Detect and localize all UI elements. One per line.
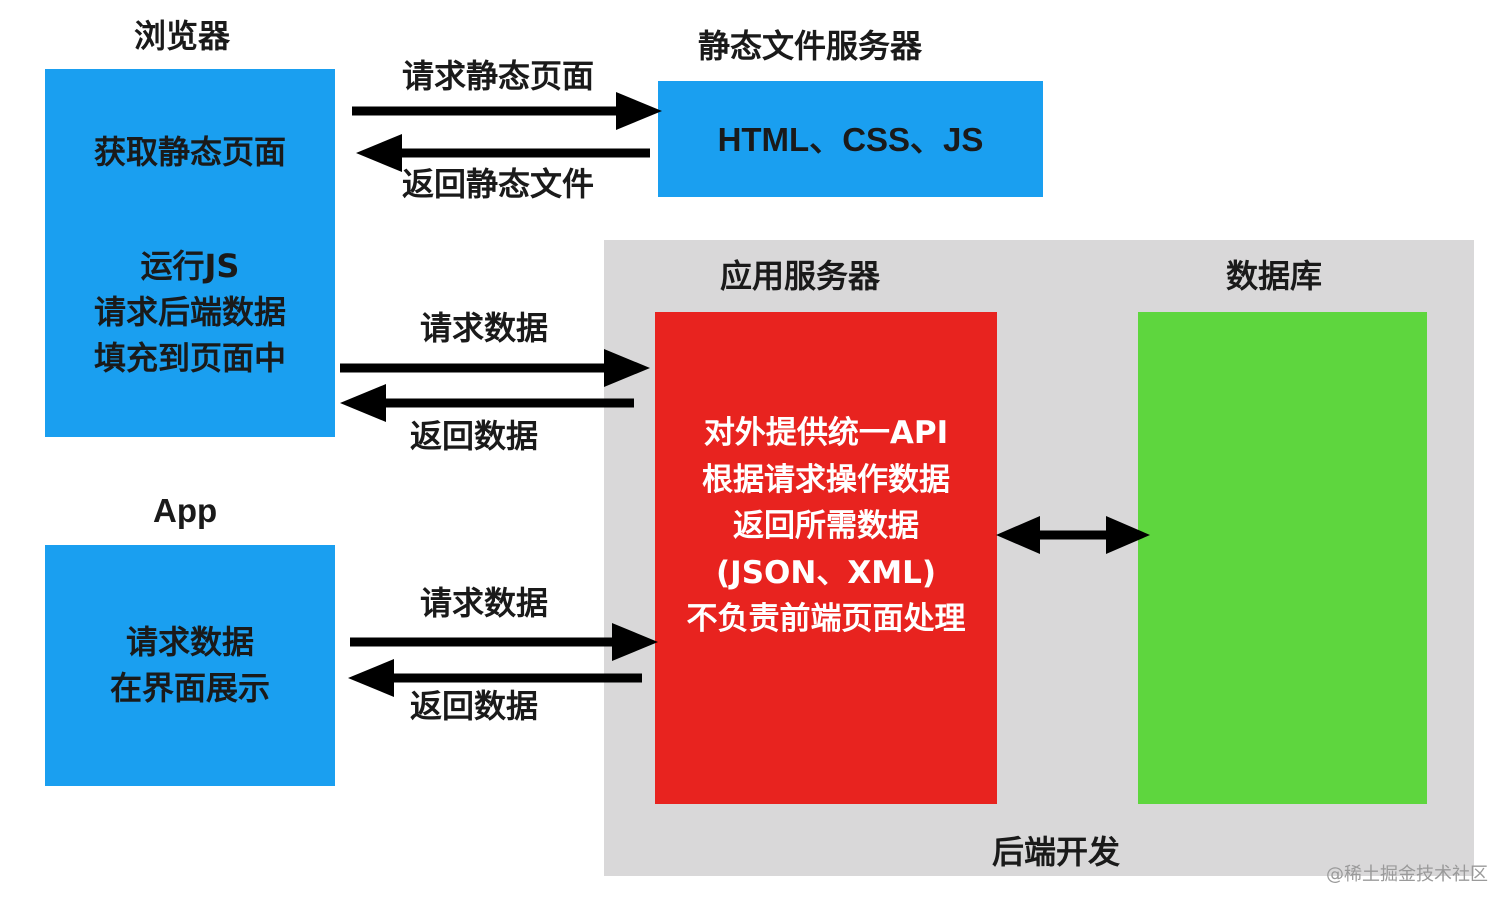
browser-return-data-label: 返回数据: [410, 417, 539, 455]
app-return-data-arrow: [348, 659, 642, 697]
app-server-line-3: 返回所需数据: [733, 508, 919, 544]
app-request-data-arrow: [350, 623, 658, 661]
app-title: App: [153, 492, 218, 529]
backend-group-label: 后端开发: [992, 833, 1121, 871]
browser-request-data-arrow: [340, 349, 650, 387]
app-request-data-label: 请求数据: [420, 584, 549, 622]
app-server-line-5: 不负责前端页面处理: [686, 601, 966, 637]
app-line-1: 请求数据: [125, 623, 254, 661]
app-server-line-1: 对外提供统一API: [703, 415, 949, 451]
watermark: @稀土掘金技术社区: [1326, 864, 1488, 885]
return-static-arrow: [356, 134, 650, 172]
app-box: 请求数据 在界面展示: [45, 545, 335, 786]
static-server-box: HTML、CSS、JS: [658, 81, 1043, 197]
database-title: 数据库: [1226, 257, 1323, 295]
app-return-data-label: 返回数据: [410, 687, 539, 725]
app-server-line-4: (JSON、XML): [716, 554, 936, 591]
browser-return-data-arrow: [340, 384, 634, 422]
app-server-title: 应用服务器: [720, 257, 881, 295]
database-box: [1138, 312, 1427, 804]
app-server-line-2: 根据请求操作数据: [702, 461, 950, 498]
request-static-label: 请求静态页面: [402, 57, 595, 95]
browser-line-3: 请求后端数据: [93, 293, 286, 331]
app-server-box: 对外提供统一API 根据请求操作数据 返回所需数据 (JSON、XML) 不负责…: [655, 312, 997, 804]
server-database-arrow: [996, 516, 1150, 554]
return-static-label: 返回静态文件: [402, 165, 595, 203]
app-line-2: 在界面展示: [109, 669, 270, 707]
browser-line-4: 填充到页面中: [93, 339, 286, 377]
request-static-arrow: [352, 92, 662, 130]
browser-line-1: 获取静态页面: [93, 133, 286, 171]
static-server-title: 静态文件服务器: [698, 27, 923, 65]
browser-title: 浏览器: [134, 17, 231, 55]
static-server-content: HTML、CSS、JS: [717, 121, 984, 158]
app-server-lines: 对外提供统一API 根据请求操作数据 返回所需数据 (JSON、XML) 不负责…: [655, 410, 997, 643]
browser-line-2: 运行JS: [140, 247, 240, 285]
browser-request-data-label: 请求数据: [420, 309, 549, 347]
browser-box: 获取静态页面 运行JS 请求后端数据 填充到页面中: [45, 69, 335, 437]
